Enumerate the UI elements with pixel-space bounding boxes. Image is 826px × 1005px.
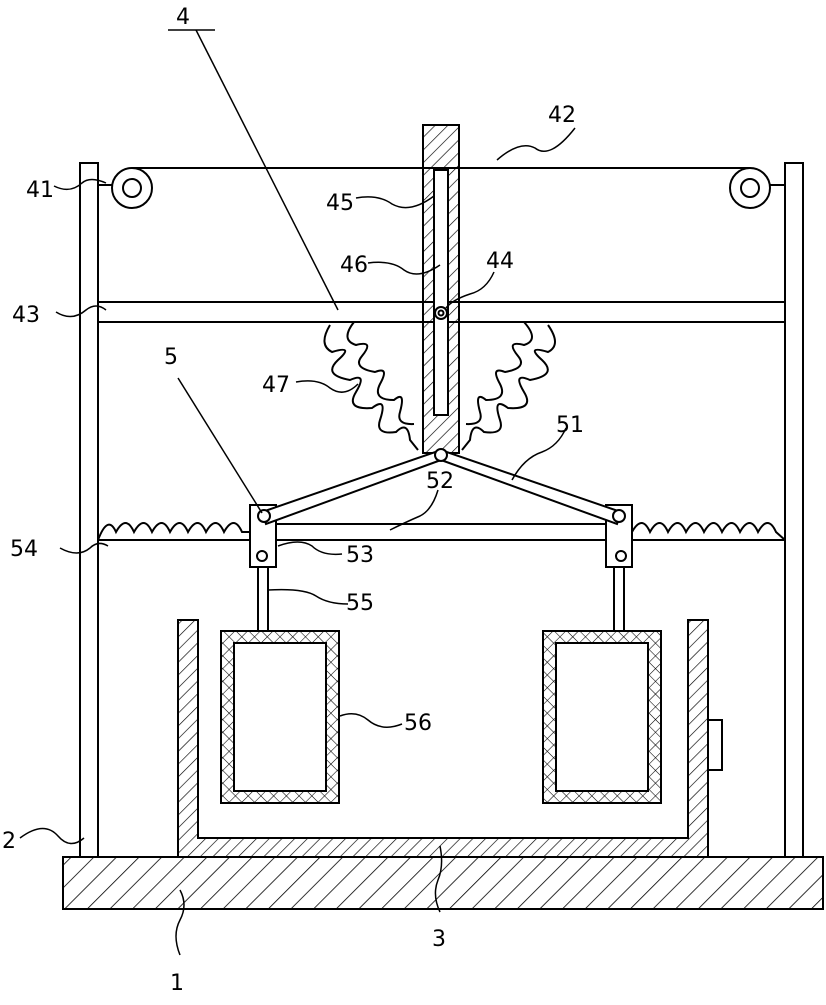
left-hanger-rod bbox=[257, 566, 269, 632]
label-54: 54 bbox=[10, 537, 38, 562]
label-4: 4 bbox=[176, 5, 190, 30]
label-45: 45 bbox=[326, 191, 354, 216]
label-55: 55 bbox=[346, 591, 374, 616]
label-3: 3 bbox=[432, 927, 446, 952]
left-pulley bbox=[111, 167, 153, 209]
right-bellows bbox=[461, 324, 556, 451]
right-pulley bbox=[729, 167, 771, 209]
left-link bbox=[260, 448, 442, 526]
top-hinge bbox=[434, 448, 448, 462]
label-5: 5 bbox=[164, 345, 178, 370]
label-1: 1 bbox=[170, 971, 184, 996]
left-spring bbox=[97, 522, 252, 541]
label-46: 46 bbox=[340, 253, 368, 278]
label-44: 44 bbox=[486, 249, 514, 274]
label-51: 51 bbox=[556, 413, 584, 438]
base-plate bbox=[62, 856, 824, 910]
label-52: 52 bbox=[426, 469, 454, 494]
label-41: 41 bbox=[26, 178, 54, 203]
left-upright bbox=[79, 162, 99, 858]
label-56: 56 bbox=[404, 711, 432, 736]
right-upright bbox=[784, 162, 804, 858]
horizontal-rod bbox=[271, 523, 613, 541]
container-tab bbox=[707, 719, 723, 771]
label-53: 53 bbox=[346, 543, 374, 568]
label-42: 42 bbox=[548, 103, 576, 128]
label-47: 47 bbox=[262, 373, 290, 398]
label-43: 43 bbox=[12, 303, 40, 328]
left-bellows bbox=[323, 324, 419, 451]
pin bbox=[434, 306, 448, 320]
right-hanger-rod bbox=[613, 566, 625, 632]
right-spring bbox=[631, 522, 786, 541]
label-2: 2 bbox=[2, 829, 16, 854]
right-link bbox=[440, 448, 623, 526]
rod-slot bbox=[433, 169, 449, 416]
container bbox=[177, 619, 709, 858]
